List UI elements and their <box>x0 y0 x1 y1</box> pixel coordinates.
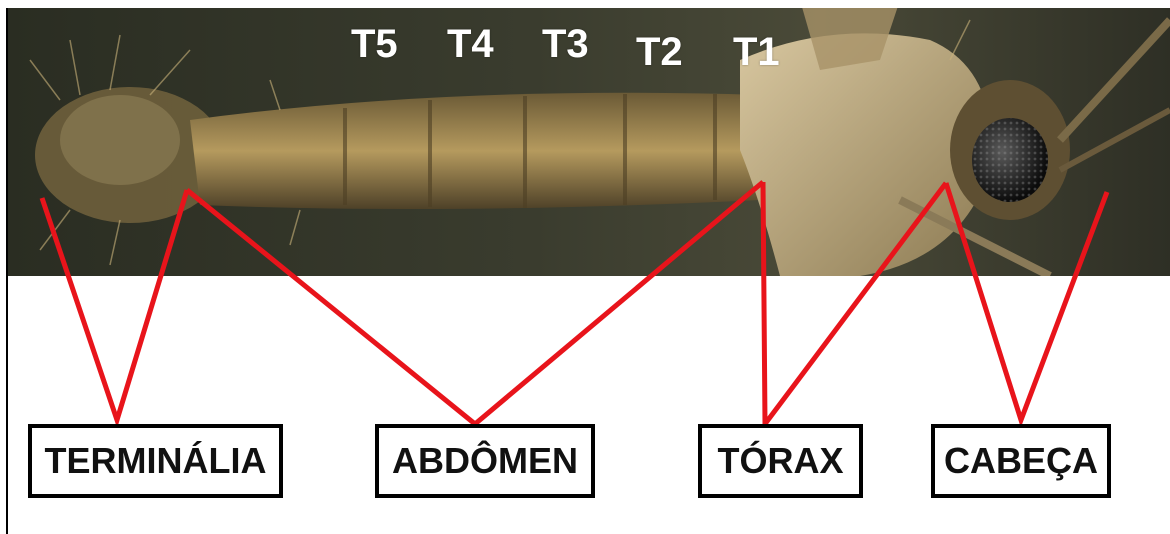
torax-label: TÓRAX <box>718 440 844 482</box>
segment-label-t2: T2 <box>636 30 683 75</box>
cabeca-label: CABEÇA <box>944 440 1098 482</box>
torax-label-box: TÓRAX <box>698 424 863 498</box>
cabeca-label-box: CABEÇA <box>931 424 1111 498</box>
segment-label-t5: T5 <box>351 22 398 67</box>
segment-label-t1: T1 <box>733 30 780 75</box>
terminalia-label: TERMINÁLIA <box>45 440 267 482</box>
abdomen-label-box: ABDÔMEN <box>375 424 595 498</box>
terminalia-label-box: TERMINÁLIA <box>28 424 283 498</box>
abdomen-body <box>190 93 760 209</box>
abdomen-label: ABDÔMEN <box>392 440 578 482</box>
segment-label-t3: T3 <box>542 22 589 67</box>
segment-label-t4: T4 <box>447 22 494 67</box>
